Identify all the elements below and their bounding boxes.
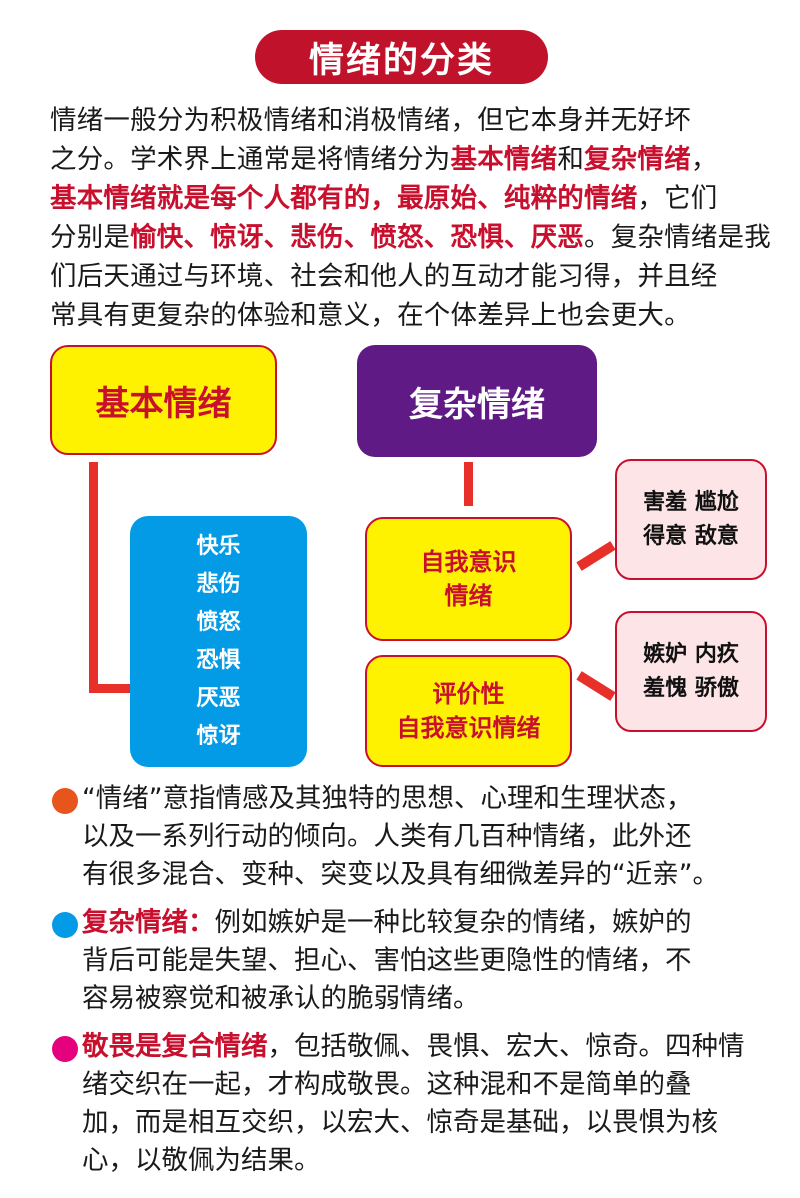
connector-basic-horizontal [89,684,130,693]
intro-line-1: 情绪一般 分为积极情绪和消极情绪，但它本身并无好坏 [36,88,775,152]
complex-emotion-box: 复杂情绪 [357,345,597,457]
basic-emotion-list-box: 快乐 悲伤 愤怒 恐惧 厌恶 惊讶 [130,516,307,767]
intro-line-4: 分别是愉快、惊讶、悲伤、愤怒、恐惧、厌恶。复杂情绪是我 [50,222,771,253]
evaluative-self-conscious-emotion-box: 评价性 自我意识情绪 [365,655,572,767]
intro-line-5: 们后天通过与环境、社会和他人的互动才能习得，并且经 [50,261,718,292]
basic-item: 悲伤 [196,571,241,597]
orange-dot-icon [52,788,78,814]
connector-basic-vertical [89,462,98,693]
intro-line-2: 之分。学术界上通常是将情绪分为基本情绪和复杂情绪， [50,144,718,175]
basic-item: 恐惧 [196,647,241,673]
page-title: 情绪的分类 [308,40,494,81]
highlighted-phrase: 情绪一般 [36,88,162,152]
bullet-item: 敬畏是复合情绪，包括敬佩、畏惧、宏大、惊奇。四种情 绪交织在一起，才构成敬畏。这… [50,1028,780,1180]
bullet-item: 复杂情绪：例如嫉妒是一种比较复杂的情绪，嫉妒的 背后可能是失望、担心、害怕这些更… [50,904,780,1018]
intro-line-3: 基本情绪就是每个人都有的，最原始、纯粹的情绪，它们 [50,183,718,214]
term-complex-emotion: 复杂情绪 [584,144,691,175]
basic-item: 快乐 [196,533,241,559]
bullet-lead: 敬畏是复合情绪 [82,1031,268,1062]
blue-dot-icon [52,912,78,938]
basic-emotion-list: 愉快、惊讶、悲伤、愤怒、恐惧、厌恶 [130,222,585,253]
basic-emotion-box: 基本情绪 [50,345,277,455]
connector-diagonal-down [576,671,616,701]
self-conscious-examples-box: 害羞 尴尬 得意 敌意 [615,459,767,580]
basic-item: 愤怒 [196,609,241,635]
self-conscious-emotion-box: 自我意识 情绪 [365,517,572,641]
intro-line-6: 常具有更复杂的体验和意义，在个体差异上也会更大。 [50,300,691,331]
basic-item: 厌恶 [196,685,241,711]
bullet-item: “情绪”意指情感及其独特的思想、心理和生理状态， 以及一系列行动的倾向。人类有几… [50,780,780,894]
magenta-dot-icon [52,1036,78,1062]
connector-diagonal-up [576,541,616,571]
bullet-lead: 复杂情绪： [82,907,215,938]
title-banner: 情绪的分类 [255,30,548,84]
basic-item: 惊讶 [196,723,241,749]
connector-complex-vertical [464,462,473,506]
term-basic-emotion: 基本情绪 [450,144,558,175]
evaluative-examples-box: 嫉妒 内疚 羞愧 骄傲 [615,611,767,732]
basic-emotion-definition: 基本情绪就是每个人都有的，最原始、纯粹的情绪 [50,183,638,214]
intro-paragraph: 情绪一般 分为积极情绪和消极情绪，但它本身并无好坏 之分。学术界上通常是将情绪分… [36,88,775,335]
bullet-list: “情绪”意指情感及其独特的思想、心理和生理状态， 以及一系列行动的倾向。人类有几… [50,780,780,1190]
